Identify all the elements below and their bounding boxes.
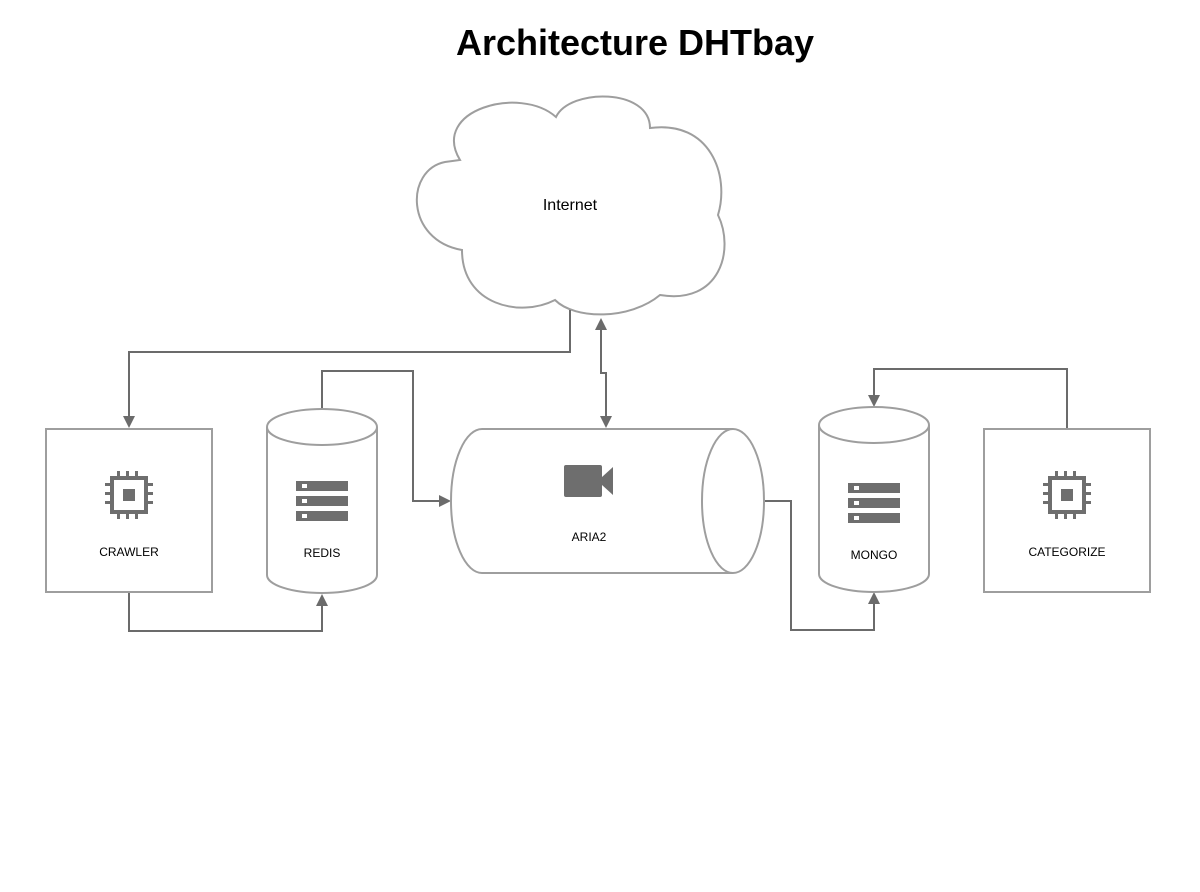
edge-categorize-to-mongo [868, 368, 1068, 429]
video-camera-icon [564, 465, 613, 497]
server-stack-icon [296, 481, 348, 521]
aria2-cylinder-end [701, 428, 765, 574]
edge-redis-to-aria2 [321, 370, 451, 507]
cpu-chip-icon [1043, 471, 1091, 519]
edge-aria2-to-mongo [764, 500, 880, 631]
internet-cloud-shape [415, 95, 726, 316]
categorize-label: CATEGORIZE [1028, 545, 1105, 559]
cpu-chip-icon [105, 471, 153, 519]
aria2-cylinder-body [450, 428, 733, 574]
redis-cylinder-top [266, 408, 378, 446]
aria2-label: ARIA2 [572, 530, 607, 544]
redis-node[interactable]: REDIS [266, 408, 378, 594]
edge-crawler-to-redis [128, 592, 328, 632]
redis-cylinder-body [266, 427, 378, 594]
aria2-node[interactable]: ARIA2 [450, 428, 765, 574]
crawler-node[interactable]: CRAWLER [45, 428, 213, 593]
mongo-cylinder-body [818, 425, 930, 593]
connectors [123, 310, 1068, 632]
diagram-title: Architecture DHTbay [455, 22, 815, 63]
mongo-node[interactable]: MONGO [818, 406, 930, 593]
edge-internet-aria2-bidirectional [595, 318, 612, 428]
internet-node[interactable]: Internet [415, 95, 726, 316]
mongo-label: MONGO [851, 548, 898, 562]
mongo-cylinder-top [818, 406, 930, 444]
server-stack-icon [848, 483, 900, 523]
internet-label: Internet [543, 197, 598, 214]
edge-internet-to-crawler [123, 310, 571, 428]
crawler-label: CRAWLER [99, 545, 159, 559]
redis-label: REDIS [304, 546, 341, 560]
categorize-node[interactable]: CATEGORIZE [983, 428, 1151, 593]
